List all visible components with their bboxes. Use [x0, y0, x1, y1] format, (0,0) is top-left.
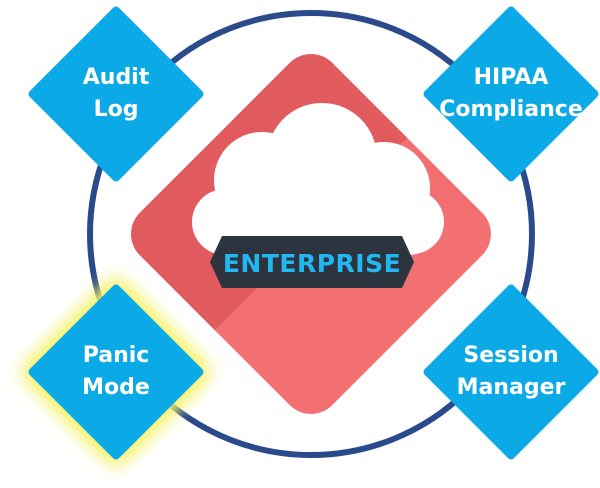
audit-log-label-line2: Log [94, 97, 139, 122]
session-manager-label-line2: Manager [457, 375, 566, 400]
outer-ring [87, 10, 535, 458]
cloud-icon [192, 103, 444, 255]
enterprise-label: ENTERPRISE [223, 249, 401, 278]
audit-log-feature[interactable]: Audit Log [27, 5, 205, 183]
panic-mode-feature[interactable]: Panic Mode [23, 279, 210, 466]
session-manager-label-line1: Session [463, 343, 558, 368]
panic-mode-label-line1: Panic [83, 343, 150, 368]
hipaa-compliance-label-line2: Compliance [439, 97, 582, 122]
enterprise-badge: ENTERPRISE [210, 236, 414, 288]
session-manager-feature[interactable]: Session Manager [422, 283, 600, 461]
audit-log-label-line1: Audit [83, 65, 150, 90]
hipaa-compliance-feature[interactable]: HIPAA Compliance [422, 5, 600, 183]
hipaa-compliance-label-line1: HIPAA [474, 65, 549, 90]
panic-mode-label-line2: Mode [82, 375, 150, 400]
